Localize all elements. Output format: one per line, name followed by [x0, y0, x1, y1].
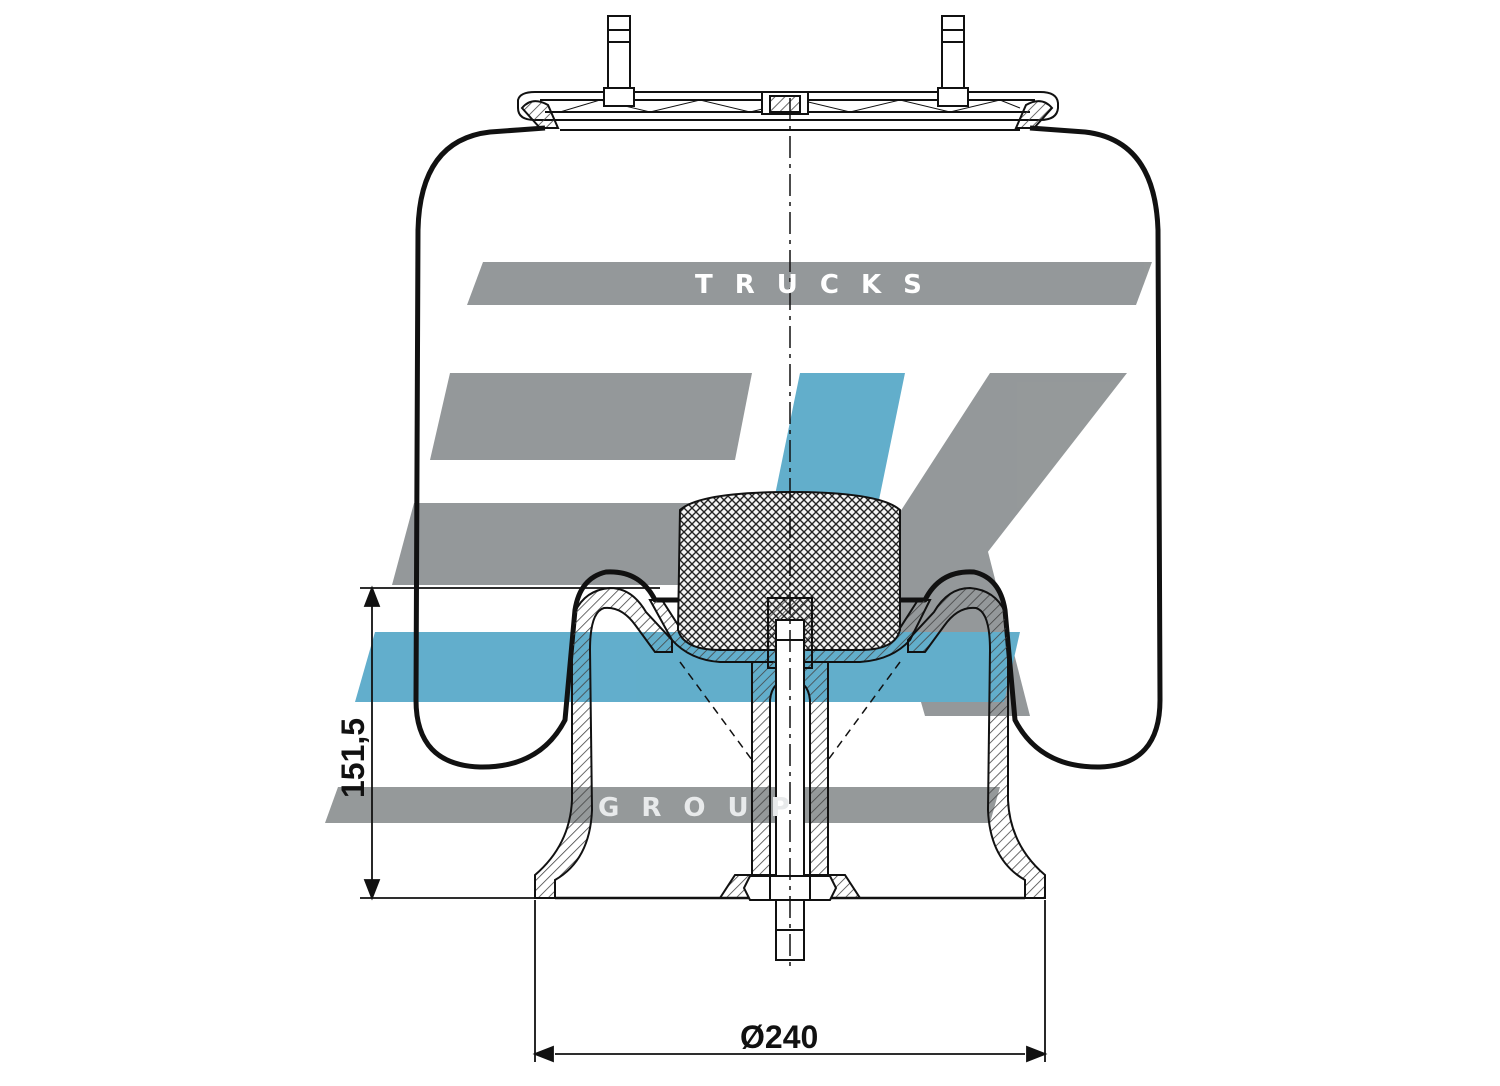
watermark-k-upper-arm [856, 373, 1127, 580]
height-dimension-label: 151,5 [335, 718, 371, 798]
mounting-stud-left [603, 15, 635, 107]
diameter-dimension [532, 900, 1048, 1063]
watermark-bottom-bar [325, 787, 1000, 823]
diameter-dimension-label: Ø240 [740, 1019, 818, 1055]
top-bead-plate [517, 91, 1059, 131]
watermark-e-middle-bar [392, 503, 700, 585]
watermark-e-upper-bar [430, 373, 752, 460]
bump-stop [676, 490, 901, 651]
height-dimension [360, 585, 660, 901]
watermark-bottom-text: GROUP [598, 793, 812, 823]
watermark-top-bar [467, 262, 1152, 305]
watermark-top-text: TRUCKS [695, 270, 944, 300]
mounting-stud-right [937, 15, 969, 107]
